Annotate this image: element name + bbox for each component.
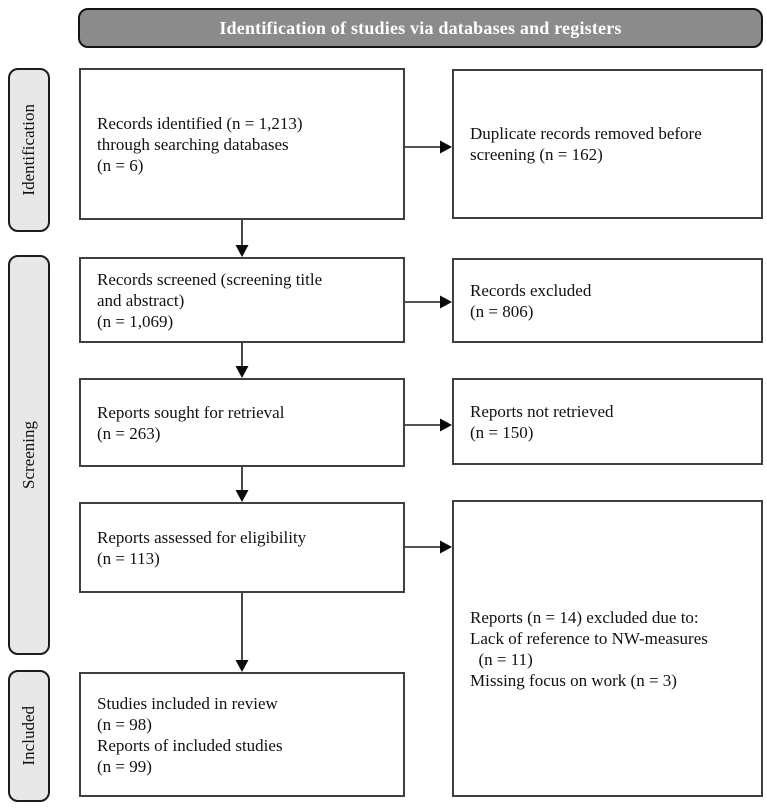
- box-text: Records screened (screening title and ab…: [97, 269, 323, 331]
- stage-label-screening: Screening: [8, 255, 50, 655]
- box-text: Records identified (n = 1,213) through s…: [97, 113, 303, 175]
- arrow-assessed-to-excluded-reasons: [405, 540, 452, 554]
- header-banner: Identification of studies via databases …: [78, 8, 763, 48]
- arrow-assessed-to-included: [235, 593, 249, 672]
- box-text: Records excluded (n = 806): [470, 280, 592, 321]
- stage-label-text: Included: [19, 706, 38, 766]
- box-text: Reports sought for retrieval (n = 263): [97, 402, 285, 443]
- box-studies-included: Studies included in review (n = 98) Repo…: [79, 672, 405, 797]
- box-records-excluded: Records excluded (n = 806): [452, 258, 763, 343]
- box-text: Studies included in review (n = 98) Repo…: [97, 693, 283, 776]
- box-text: Reports not retrieved (n = 150): [470, 401, 614, 442]
- box-text: Reports assessed for eligibility (n = 11…: [97, 527, 307, 568]
- box-text: Reports (n = 14) excluded due to: Lack o…: [470, 607, 708, 690]
- box-reports-not-retrieved: Reports not retrieved (n = 150): [452, 378, 763, 465]
- box-reports-excluded-reasons: Reports (n = 14) excluded due to: Lack o…: [452, 500, 763, 797]
- box-reports-sought: Reports sought for retrieval (n = 263): [79, 378, 405, 467]
- arrow-sought-to-assessed: [235, 467, 249, 502]
- arrow-sought-to-not-retrieved: [405, 418, 452, 432]
- box-records-identified: Records identified (n = 1,213) through s…: [79, 68, 405, 220]
- arrow-screened-to-excluded: [405, 295, 452, 309]
- stage-label-included: Included: [8, 670, 50, 802]
- box-records-screened: Records screened (screening title and ab…: [79, 257, 405, 343]
- stage-label-text: Identification: [19, 104, 38, 196]
- arrow-screened-to-sought: [235, 343, 249, 378]
- arrow-identified-to-duplicates: [405, 140, 452, 154]
- stage-label-text: Screening: [19, 421, 38, 489]
- box-duplicates-removed: Duplicate records removed before screeni…: [452, 69, 763, 219]
- stage-label-identification: Identification: [8, 68, 50, 232]
- box-text: Duplicate records removed before screeni…: [470, 124, 702, 164]
- box-reports-assessed: Reports assessed for eligibility (n = 11…: [79, 502, 405, 593]
- arrow-identified-to-screened: [235, 220, 249, 257]
- header-title: Identification of studies via databases …: [219, 17, 622, 38]
